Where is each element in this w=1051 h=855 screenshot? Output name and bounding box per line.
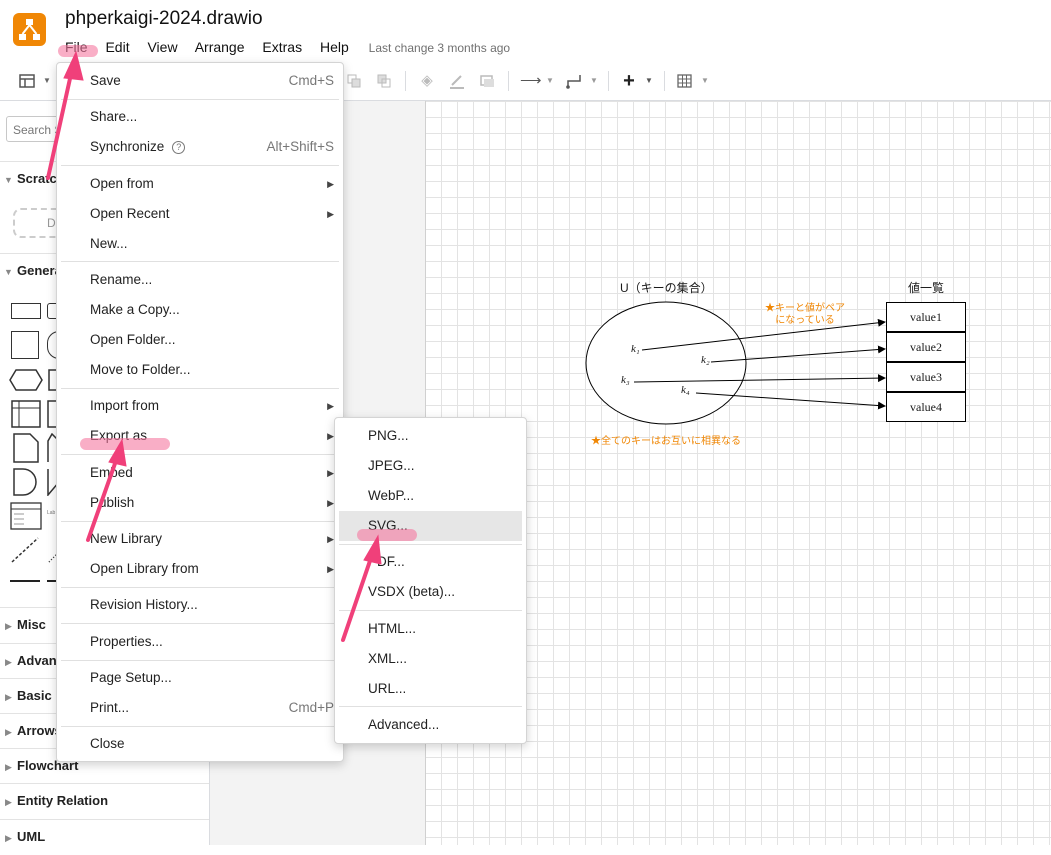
export-webp[interactable]: WebP... — [368, 488, 415, 503]
document-title[interactable]: phperkaigi-2024.drawio — [65, 8, 263, 29]
chevron-right-icon: ▶ — [327, 401, 334, 411]
chevron-right-icon: ▶ — [327, 209, 334, 219]
value-cell-1[interactable]: value1 — [886, 302, 966, 332]
last-change-status[interactable]: Last change 3 months ago — [368, 41, 511, 55]
arrow-k2-value2 — [710, 345, 886, 363]
menubar: File Edit View Arrange Extras Help Last … — [65, 39, 510, 59]
menu-item-share[interactable]: Share... — [90, 109, 138, 124]
line2-shape-icon[interactable] — [47, 580, 59, 582]
menu-edit[interactable]: Edit — [105, 39, 130, 55]
line-shape-icon[interactable] — [10, 580, 40, 582]
menu-item-synchronize[interactable]: Synchronize?Alt+Shift+S — [90, 139, 334, 154]
highlight-export-as — [80, 438, 170, 450]
drawio-logo — [13, 13, 46, 46]
arrow-k3-value3 — [633, 374, 886, 383]
value-cell-3[interactable]: value3 — [886, 362, 966, 392]
container-shape-icon[interactable] — [11, 400, 41, 433]
chevron-right-icon: ▶ — [327, 564, 334, 574]
container2-shape-icon[interactable] — [47, 400, 59, 433]
export-xml[interactable]: XML... — [368, 651, 408, 666]
square-shape-icon[interactable] — [11, 331, 39, 359]
connection-arrow-icon[interactable]: ⟶ — [520, 72, 542, 89]
line-color-icon[interactable] — [448, 72, 466, 90]
note-shape-icon[interactable] — [47, 432, 60, 468]
chevron-down-icon[interactable]: ▼ — [701, 76, 709, 85]
chevron-down-icon[interactable]: ▼ — [43, 76, 51, 85]
triangle-shape-icon[interactable] — [47, 468, 60, 501]
export-vsdx[interactable]: VSDX (beta)... — [368, 584, 456, 599]
distinct-keys-note[interactable]: ★全てのキーはお互いに相異なる — [591, 436, 741, 447]
chevron-right-icon: ▶ — [327, 179, 334, 189]
menu-view[interactable]: View — [147, 39, 178, 55]
d-shape-icon[interactable] — [13, 468, 39, 501]
export-jpeg[interactable]: JPEG... — [368, 458, 415, 473]
menu-help[interactable]: Help — [319, 39, 349, 55]
document-shape-icon[interactable] — [13, 433, 39, 468]
rectangle-shape-icon[interactable] — [11, 303, 41, 319]
parallelogram-shape-icon[interactable] — [47, 368, 59, 397]
export-url[interactable]: URL... — [368, 681, 407, 696]
arrow-k4-value4 — [695, 392, 886, 410]
menu-item-make-copy[interactable]: Make a Copy... — [90, 302, 180, 317]
highlight-file-menu — [58, 45, 98, 57]
list-shape-icon[interactable] — [10, 502, 42, 535]
menu-item-open-recent[interactable]: Open Recent▶ — [57, 199, 343, 229]
chevron-down-icon[interactable]: ▼ — [546, 76, 554, 85]
chevron-down-icon[interactable]: ▼ — [645, 76, 653, 85]
format-panel-icon[interactable] — [18, 72, 36, 90]
pair-note[interactable]: ★キーと値がペア になっている — [765, 303, 845, 326]
fill-color-icon[interactable]: ◈ — [421, 72, 433, 89]
chevron-right-icon: ▶ — [327, 431, 334, 441]
value-cell-4[interactable]: value4 — [886, 392, 966, 422]
menu-item-move-to-folder[interactable]: Move to Folder... — [90, 362, 191, 377]
to-front-icon[interactable] — [345, 72, 363, 90]
dashed-line-shape-icon[interactable] — [10, 536, 40, 569]
menu-item-properties[interactable]: Properties... — [90, 634, 163, 649]
menu-item-new[interactable]: New... — [90, 236, 128, 251]
menu-item-print[interactable]: Print...Cmd+P — [90, 700, 334, 715]
shadow-icon[interactable] — [478, 72, 496, 90]
menu-arrange[interactable]: Arrange — [194, 39, 245, 55]
menu-item-page-setup[interactable]: Page Setup... — [90, 670, 172, 685]
table-icon[interactable] — [676, 72, 694, 90]
hexagon-shape-icon[interactable] — [9, 368, 43, 397]
waypoints-icon[interactable] — [565, 72, 583, 90]
values-label[interactable]: 値一覧 — [908, 281, 945, 295]
chevron-right-icon: ▶ — [327, 468, 334, 478]
highlight-svg — [357, 529, 417, 541]
export-submenu: PNG... JPEG... WebP... SVG... PDF... VSD… — [334, 417, 527, 744]
chevron-right-icon: ▶ — [327, 534, 334, 544]
chevron-down-icon[interactable]: ▼ — [590, 76, 598, 85]
menu-item-open-from[interactable]: Open from▶ — [57, 169, 343, 199]
key-k4[interactable]: k₄ — [681, 384, 690, 396]
set-label[interactable]: U（キーの集合） — [620, 281, 713, 295]
key-k3[interactable]: k₃ — [621, 374, 630, 386]
key-k2[interactable]: k₂ — [701, 354, 710, 366]
menu-item-open-library-from[interactable]: Open Library from▶ — [57, 554, 343, 584]
diagram-connectors — [585, 301, 886, 425]
help-icon[interactable]: ? — [172, 141, 186, 154]
export-html[interactable]: HTML... — [368, 621, 417, 636]
menu-item-open-folder[interactable]: Open Folder... — [90, 332, 176, 347]
arrow-k1-value1 — [641, 318, 886, 351]
chevron-right-icon: ▶ — [327, 498, 334, 508]
export-png[interactable]: PNG... — [368, 428, 409, 443]
sidebar-section-uml[interactable]: ▶UML — [0, 819, 209, 854]
sidebar-section-entity-relation[interactable]: ▶Entity Relation — [0, 783, 209, 818]
menu-item-import-from[interactable]: Import from▶ — [57, 391, 343, 421]
menu-item-revision-history[interactable]: Revision History... — [90, 597, 198, 612]
to-back-icon[interactable] — [375, 72, 393, 90]
menu-item-rename[interactable]: Rename... — [90, 272, 153, 287]
export-advanced[interactable]: Advanced... — [368, 717, 440, 732]
diagram-canvas[interactable] — [425, 101, 1051, 845]
label-shape-icon[interactable]: Lab — [47, 510, 56, 516]
key-k1[interactable]: k₁ — [631, 343, 640, 355]
menu-item-new-library[interactable]: New Library▶ — [57, 524, 343, 554]
insert-plus-icon[interactable]: + — [623, 70, 635, 92]
value-cell-2[interactable]: value2 — [886, 332, 966, 362]
menu-extras[interactable]: Extras — [262, 39, 303, 55]
menu-item-close[interactable]: Close — [90, 736, 125, 751]
